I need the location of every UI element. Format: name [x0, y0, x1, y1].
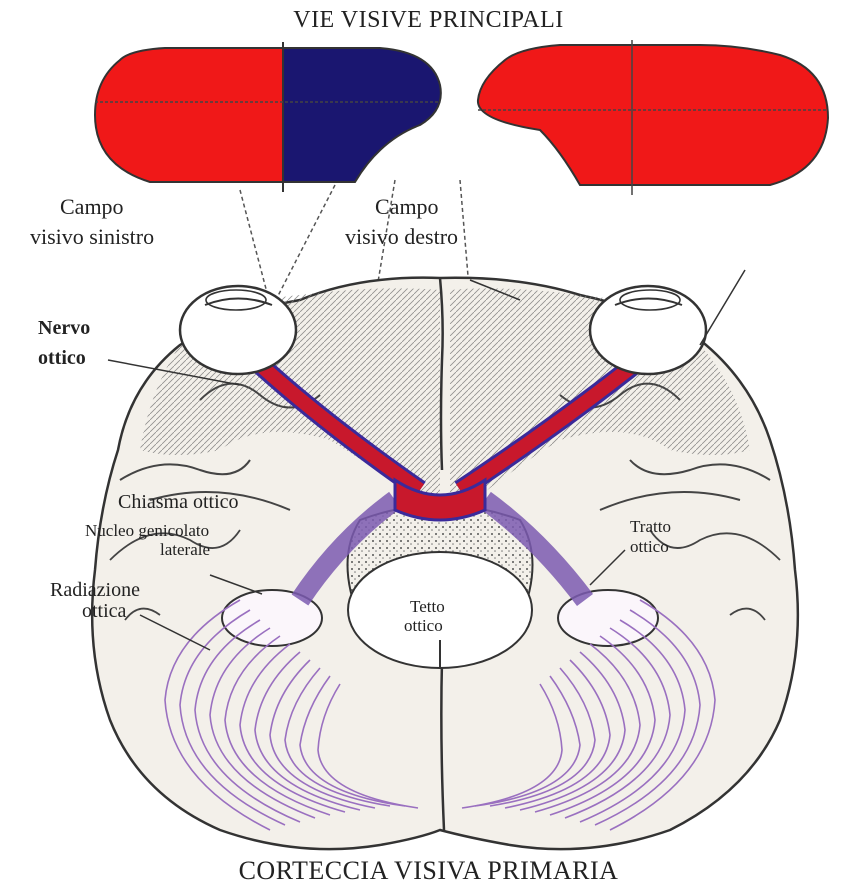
label-lgn-line1: Nucleo genicolato [85, 522, 209, 540]
label-optic-tract-line2: ottico [630, 538, 669, 556]
label-tectum-line1: Tetto [410, 598, 445, 616]
label-right-field-line2: visivo destro [345, 225, 458, 248]
label-right-field-line1: Campo [375, 195, 439, 218]
label-optic-chiasm: Chiasma ottico [118, 492, 239, 513]
label-tectum-line2: ottico [404, 617, 443, 635]
label-optic-nerve-line2: ottico [38, 348, 86, 369]
left-eye [180, 286, 296, 374]
diagram-title: VIE VISIVE PRINCIPALI [0, 8, 857, 33]
label-lgn-line2: laterale [160, 541, 210, 559]
label-optic-tract-line1: Tratto [630, 518, 671, 536]
label-optic-radiation-line2: ottica [82, 601, 126, 622]
label-optic-nerve-line1: Nervo [38, 318, 90, 339]
right-eye [590, 286, 706, 374]
footer-label-primary-visual-cortex: CORTECCIA VISIVA PRIMARIA [0, 857, 857, 884]
right-visual-field [478, 40, 828, 195]
label-optic-radiation-line1: Radiazione [50, 580, 140, 601]
label-left-field-line2: visivo sinistro [30, 225, 154, 248]
label-left-field-line1: Campo [60, 195, 124, 218]
midbrain [348, 505, 533, 668]
left-visual-field [90, 40, 453, 192]
